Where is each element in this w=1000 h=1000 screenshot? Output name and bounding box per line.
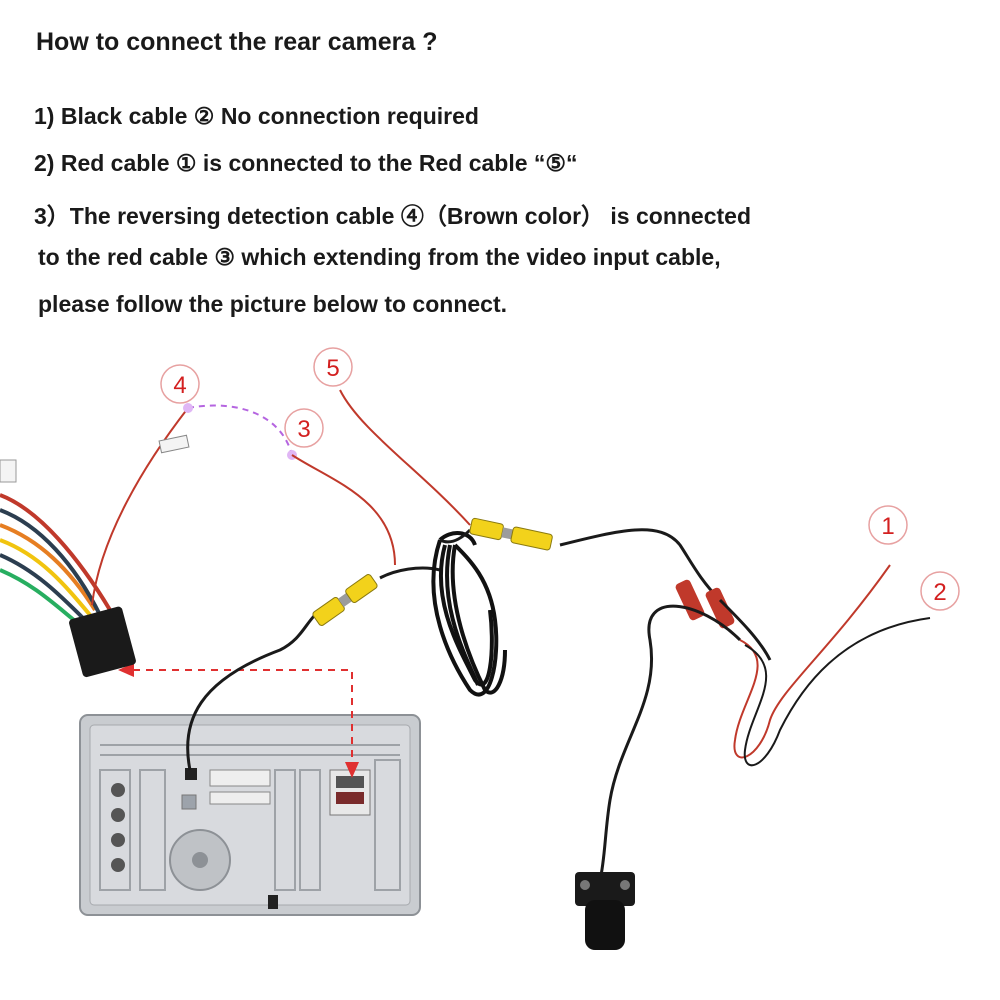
step-3-line-2: to the red cable ③ which extending from … <box>38 244 721 270</box>
callout-3-label: 3 <box>297 416 310 443</box>
step-2: 2) Red cable ① is connected to the Red c… <box>34 150 578 176</box>
callout-1-label: 1 <box>881 513 894 540</box>
step-3-line-3: please follow the picture below to conne… <box>38 291 508 317</box>
cable-to-coil <box>379 566 441 580</box>
page-title: How to connect the rear camera ? <box>36 28 438 56</box>
callout-2-label: 2 <box>933 579 946 606</box>
callout-5: 5 <box>313 347 353 387</box>
cable-coil <box>431 531 507 697</box>
rear-camera-icon <box>575 872 635 950</box>
red-wire-3 <box>291 454 396 566</box>
red-sleeves <box>675 579 735 629</box>
dashed-connection-4-3 <box>187 404 293 456</box>
step-1: 1) Black cable ② No connection required <box>34 103 479 129</box>
arrow-head-down <box>345 762 359 778</box>
callout-3: 3 <box>284 408 324 448</box>
black-wire-2 <box>743 617 931 767</box>
rca-connector-upper <box>469 517 553 551</box>
cable-to-junction <box>559 528 722 602</box>
callout-2: 2 <box>920 571 960 611</box>
callout-4-label: 4 <box>173 372 186 399</box>
red-wire-1 <box>733 564 891 759</box>
red-wire-harness <box>91 407 189 606</box>
head-unit-icon <box>79 714 421 916</box>
callout-4: 4 <box>160 364 200 404</box>
point-4-dot <box>183 403 193 413</box>
callout-5-label: 5 <box>326 355 339 382</box>
wire-tag <box>158 434 190 454</box>
dashed-guide-arrow <box>125 669 353 770</box>
camera-cable <box>598 604 742 881</box>
video-cable-black <box>186 613 317 771</box>
arrow-head-left <box>118 663 134 677</box>
rca-connector-lower <box>312 574 378 626</box>
wire-harness-icon <box>0 459 136 678</box>
step-3: 3）The reversing detection cable ④（Brown … <box>34 203 751 229</box>
callout-1: 1 <box>868 505 908 545</box>
red-wire-5 <box>339 389 471 526</box>
